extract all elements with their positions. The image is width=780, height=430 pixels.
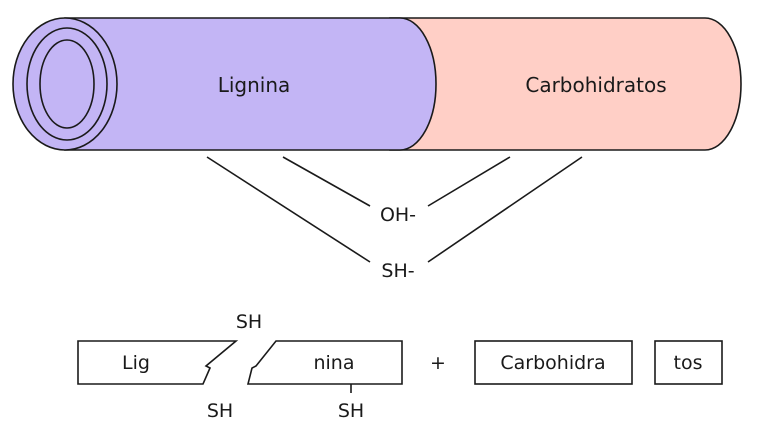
lignin-label: Lignina <box>218 73 291 97</box>
reagent-line-inner-left <box>282 156 371 207</box>
carbohydrate-label: Carbohidratos <box>525 73 666 97</box>
cylinder-ring-outer <box>26 27 108 141</box>
reagent-line-outer-left <box>206 156 371 263</box>
lignin-fragment-right <box>246 340 403 385</box>
lignin-left-label: Lig <box>122 352 150 374</box>
carbohydrate-segment <box>389 17 742 151</box>
sh-top-label: SH <box>236 311 262 333</box>
hydrosulfide-label: SH- <box>381 260 414 282</box>
sh-bottom-right-label: SH <box>338 400 364 422</box>
carbohydrate-fragment-left <box>474 340 633 385</box>
carbohydrate-fragment-right <box>654 340 723 385</box>
hydroxide-label: OH- <box>380 204 416 226</box>
plus-sign: + <box>430 352 446 374</box>
lignin-right-label: nina <box>313 352 354 374</box>
sh-bottom-left-label: SH <box>207 400 233 422</box>
cylinder-ring-middle <box>39 39 95 129</box>
lignin-fragment-left <box>77 340 239 385</box>
carbohydrate-right-label: tos <box>674 352 703 374</box>
reagent-line-inner-right <box>427 156 511 207</box>
lignin-segment <box>64 17 437 151</box>
carbohydrate-left-label: Carbohidra <box>500 352 605 374</box>
cylinder-end-cap <box>12 17 118 151</box>
reagent-line-outer-right <box>427 156 583 263</box>
